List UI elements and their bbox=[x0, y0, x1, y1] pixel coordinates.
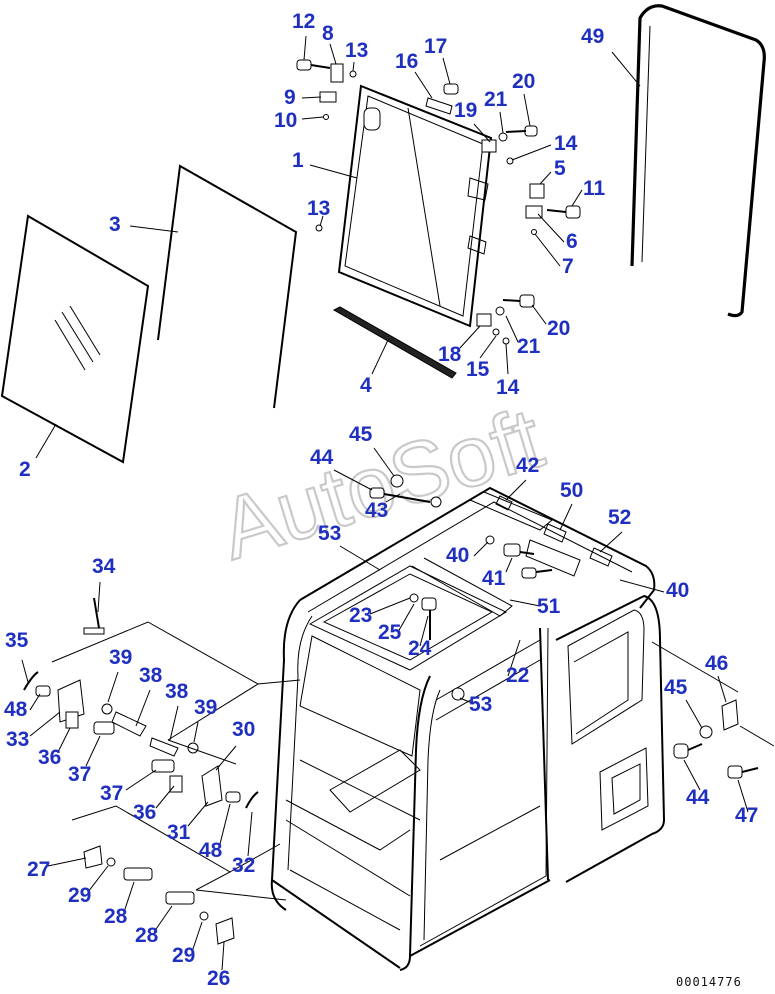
callout-c43: 43 bbox=[365, 499, 388, 522]
callout-c18: 18 bbox=[438, 343, 462, 366]
left-leaders bbox=[21, 581, 301, 971]
callout-c27: 27 bbox=[27, 858, 50, 881]
callout-c9: 9 bbox=[284, 86, 296, 109]
callout-c29a: 29 bbox=[68, 884, 91, 907]
callout-c45a: 45 bbox=[349, 423, 373, 446]
callout-c17: 17 bbox=[424, 35, 447, 58]
callout-c24: 24 bbox=[408, 637, 432, 660]
cab-hardware bbox=[369, 474, 759, 779]
callout-c16: 16 bbox=[395, 50, 418, 73]
callout-c37a: 37 bbox=[68, 763, 91, 786]
callout-c44a: 44 bbox=[310, 446, 334, 469]
callout-c4: 4 bbox=[360, 374, 372, 397]
callout-c38b: 38 bbox=[165, 680, 189, 703]
window-seal-rubber bbox=[630, 4, 766, 318]
callout-c29b: 29 bbox=[172, 944, 195, 967]
latch-assembly-lower bbox=[83, 845, 235, 945]
callout-c11: 11 bbox=[583, 177, 606, 200]
callout-c40a: 40 bbox=[446, 544, 469, 567]
callout-c44b: 44 bbox=[686, 786, 710, 809]
callout-c5: 5 bbox=[554, 157, 566, 180]
callout-c33: 33 bbox=[6, 728, 29, 751]
window-frame bbox=[337, 84, 493, 328]
callout-c45b: 45 bbox=[664, 676, 688, 699]
callout-c53b: 53 bbox=[469, 693, 492, 716]
callout-c22: 22 bbox=[506, 664, 529, 687]
callout-c10: 10 bbox=[274, 109, 297, 132]
watermark: AutoSoft bbox=[209, 390, 553, 578]
cab-frame bbox=[270, 486, 666, 971]
callout-c25: 25 bbox=[378, 621, 402, 644]
callout-c28b: 28 bbox=[135, 924, 159, 947]
callout-c30: 30 bbox=[232, 718, 255, 741]
callout-c39a: 39 bbox=[109, 646, 132, 669]
top-leaders bbox=[35, 35, 641, 459]
callout-c7: 7 bbox=[562, 255, 574, 278]
callout-c6: 6 bbox=[566, 230, 578, 253]
callout-c40b: 40 bbox=[666, 579, 689, 602]
callout-c53a: 53 bbox=[318, 522, 341, 545]
callout-c50: 50 bbox=[560, 479, 583, 502]
callout-c3: 3 bbox=[109, 213, 121, 236]
callout-c47: 47 bbox=[735, 804, 758, 827]
weather-strip bbox=[332, 306, 457, 379]
callout-c21a: 21 bbox=[484, 88, 508, 111]
cab-leaders bbox=[333, 447, 775, 813]
glass-seal bbox=[157, 164, 298, 409]
callout-c13a: 13 bbox=[345, 39, 368, 62]
callout-c48a: 48 bbox=[4, 698, 28, 721]
callout-c20b: 20 bbox=[547, 317, 570, 340]
callout-c36a: 36 bbox=[38, 746, 61, 769]
callout-c21b: 21 bbox=[517, 335, 541, 358]
drawing-number: 00014776 bbox=[676, 975, 742, 989]
callout-c52: 52 bbox=[608, 506, 631, 529]
callout-c13b: 13 bbox=[307, 197, 330, 220]
callout-c49: 49 bbox=[581, 25, 604, 48]
callout-c37b: 37 bbox=[100, 782, 123, 805]
callout-c39b: 39 bbox=[194, 696, 217, 719]
callout-c46: 46 bbox=[705, 652, 728, 675]
callout-c35: 35 bbox=[5, 629, 29, 652]
callout-c28a: 28 bbox=[104, 905, 128, 928]
callout-c42: 42 bbox=[516, 454, 539, 477]
callout-c51: 51 bbox=[537, 595, 561, 618]
latch-assembly-upper bbox=[23, 597, 259, 809]
glass-pane bbox=[0, 214, 150, 464]
callout-c20a: 20 bbox=[512, 70, 535, 93]
callout-c19: 19 bbox=[454, 99, 477, 122]
callout-c31: 31 bbox=[167, 821, 191, 844]
callout-c14b: 14 bbox=[496, 376, 520, 399]
callout-c23: 23 bbox=[349, 604, 372, 627]
callout-c14a: 14 bbox=[554, 132, 578, 155]
callout-c2: 2 bbox=[19, 458, 31, 481]
callout-c41: 41 bbox=[482, 567, 506, 590]
frame-hardware bbox=[296, 59, 581, 345]
callout-c12a: 12 bbox=[292, 10, 315, 33]
callout-c36b: 36 bbox=[133, 801, 156, 824]
callout-c48b: 48 bbox=[199, 839, 223, 862]
callout-c38a: 38 bbox=[139, 664, 163, 687]
callout-c32: 32 bbox=[232, 854, 255, 877]
callout-c15: 15 bbox=[466, 358, 490, 381]
callout-c26: 26 bbox=[207, 967, 230, 990]
callout-c8: 8 bbox=[322, 22, 334, 45]
callout-c1: 1 bbox=[292, 149, 304, 172]
callout-c34: 34 bbox=[92, 555, 116, 578]
